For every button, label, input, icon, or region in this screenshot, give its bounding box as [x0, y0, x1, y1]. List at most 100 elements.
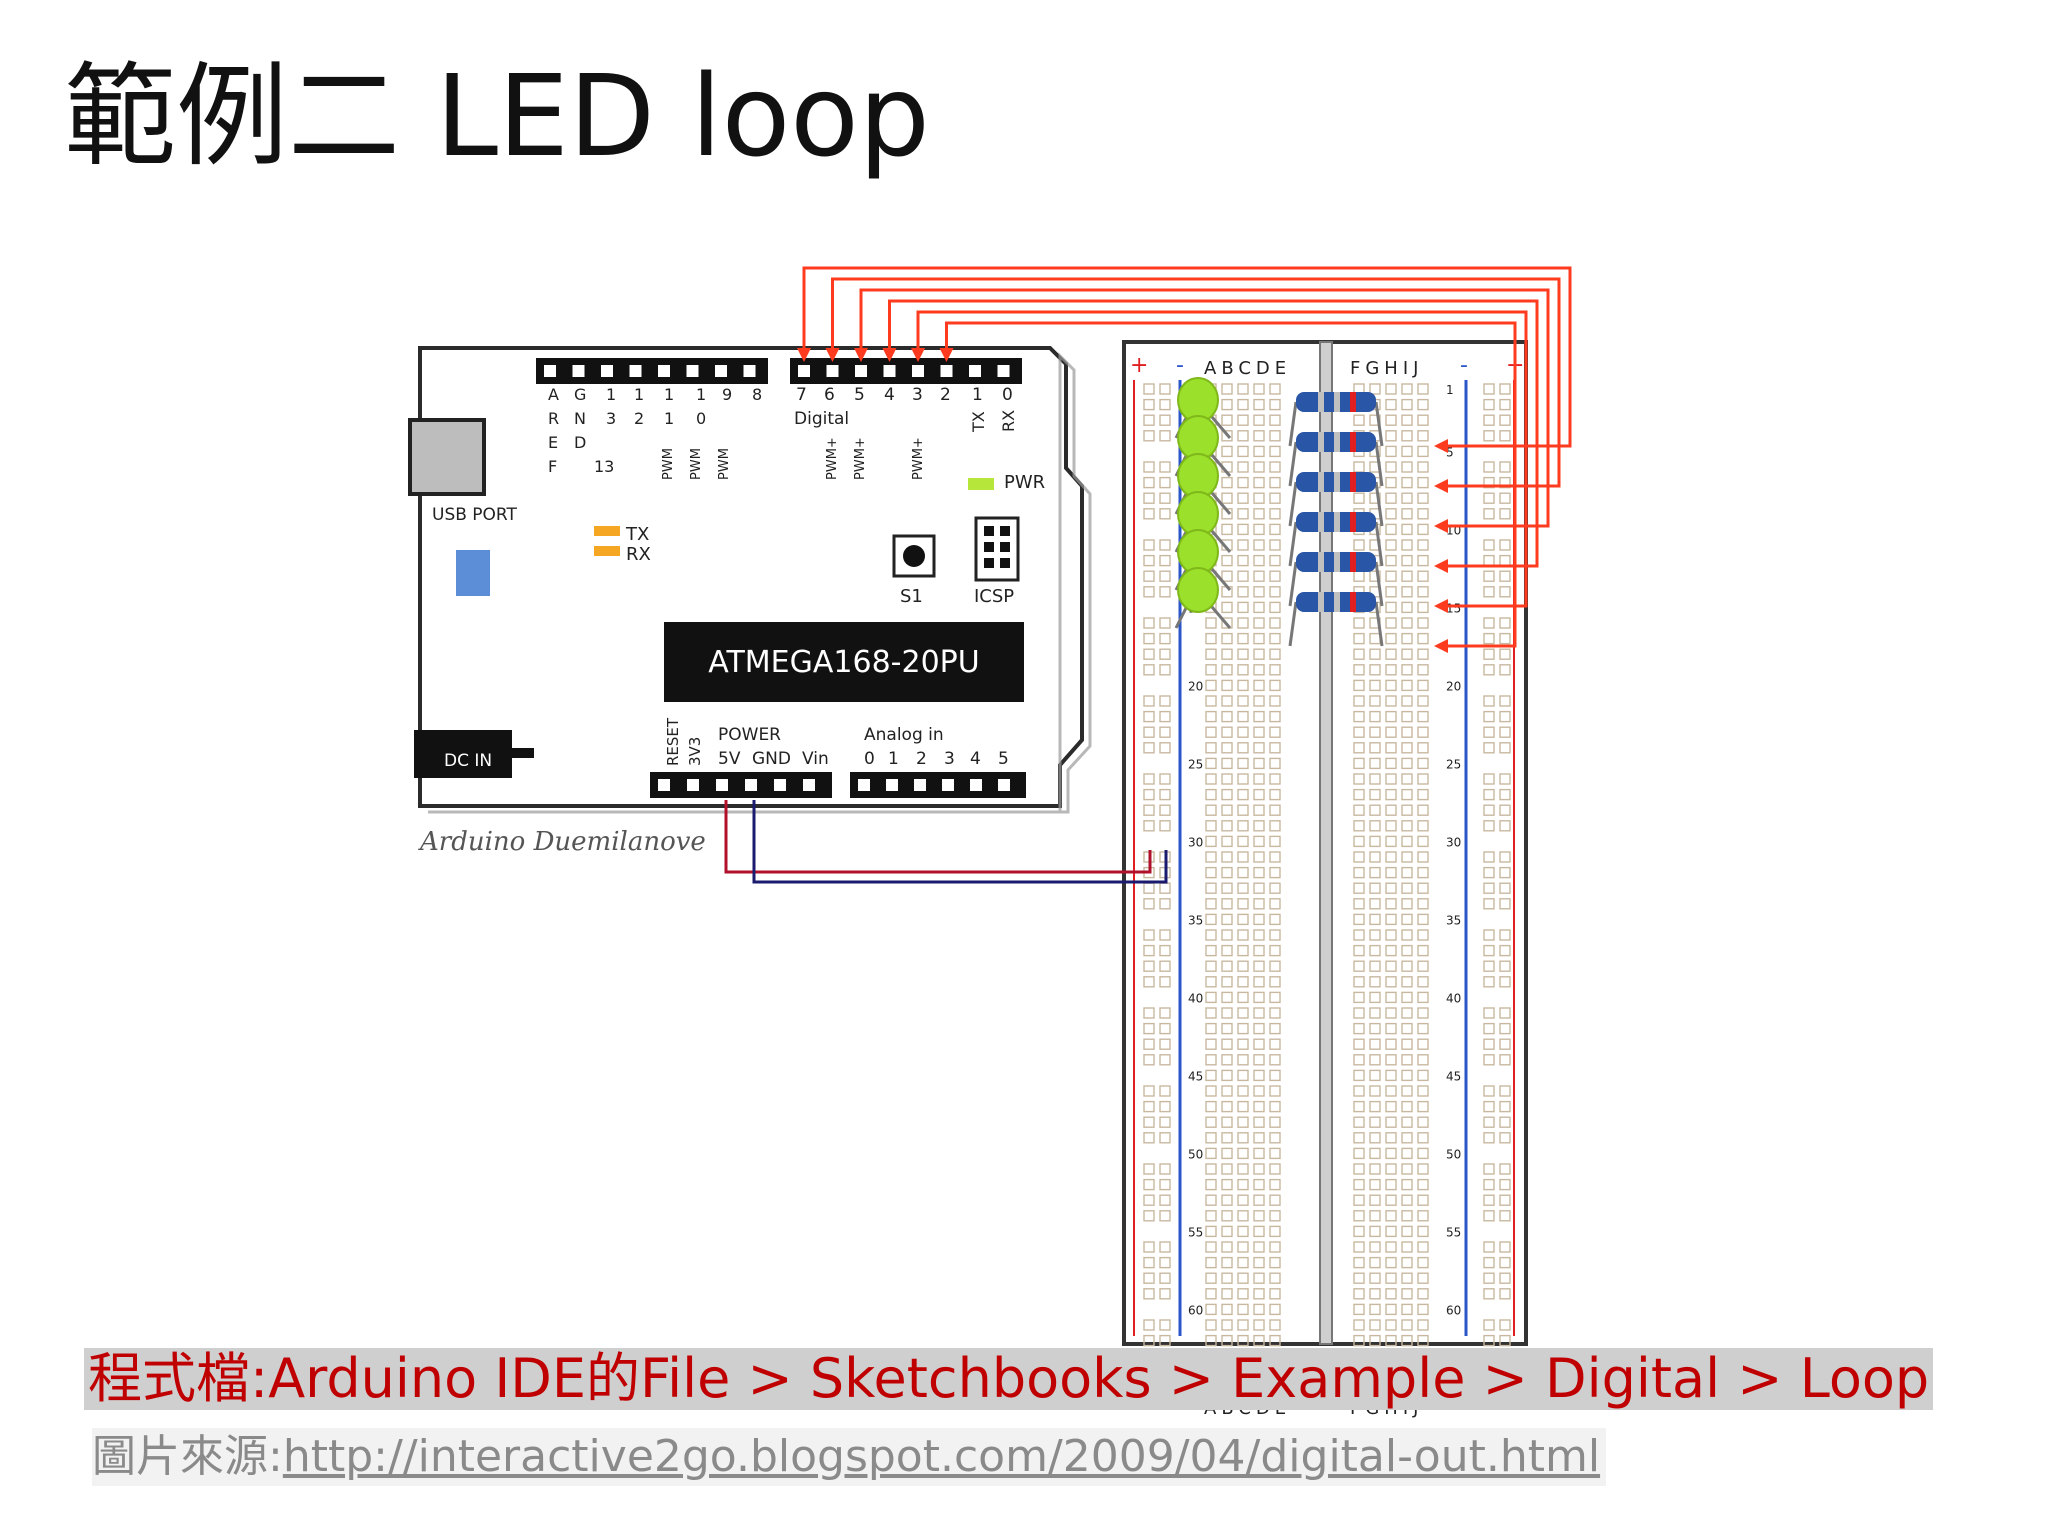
- rail-hole: [1159, 554, 1171, 567]
- pin-label: 1: [664, 385, 674, 404]
- pin-label: N: [574, 409, 586, 428]
- breadboard-hole: [1253, 913, 1265, 926]
- breadboard-hole: [1385, 1163, 1397, 1175]
- breadboard-hole: [1253, 1319, 1265, 1331]
- header-pin: [629, 365, 642, 377]
- breadboard-hole: [1253, 710, 1265, 723]
- breadboard-hole: [1385, 851, 1397, 863]
- breadboard-hole: [1401, 1163, 1413, 1175]
- breadboard-hole: [1269, 1256, 1281, 1269]
- header-pin: [716, 779, 728, 791]
- breadboard-hole: [1237, 1054, 1249, 1066]
- breadboard-hole: [1253, 445, 1265, 458]
- breadboard-hole: [1353, 1288, 1365, 1300]
- breadboard-hole: [1253, 695, 1265, 707]
- breadboard-hole: [1221, 1178, 1233, 1191]
- breadboard-hole: [1385, 539, 1397, 551]
- rail-hole: [1483, 695, 1495, 707]
- breadboard-hole: [1269, 1225, 1281, 1238]
- breadboard-hole: [1353, 1132, 1365, 1144]
- breadboard-hole: [1401, 648, 1413, 660]
- rail-hole: [1499, 398, 1511, 411]
- pin-label: 0: [864, 749, 875, 769]
- breadboard-hole: [1385, 1054, 1397, 1066]
- rail-hole: [1143, 695, 1155, 707]
- rail-hole: [1499, 1007, 1511, 1019]
- rail-hole: [1499, 1256, 1511, 1269]
- source-link[interactable]: http://interactive2go.blogspot.com/2009/…: [282, 1431, 1601, 1482]
- breadboard-hole: [1269, 679, 1281, 692]
- breadboard-hole: [1385, 648, 1397, 660]
- breadboard-hole: [1385, 804, 1397, 816]
- rail-hole: [1483, 1288, 1495, 1300]
- pin-label: 9: [722, 385, 732, 404]
- breadboard-hole: [1221, 1163, 1233, 1175]
- pwm-label: PWM: [717, 448, 732, 480]
- breadboard-hole: [1417, 539, 1429, 551]
- breadboard-hole: [1401, 1225, 1413, 1238]
- breadboard-hole: [1401, 632, 1413, 645]
- breadboard-hole: [1253, 1303, 1265, 1316]
- breadboard-hole: [1253, 866, 1265, 879]
- breadboard-hole: [1237, 664, 1249, 676]
- breadboard-hole: [1401, 414, 1413, 426]
- rail-hole: [1499, 866, 1511, 879]
- breadboard-hole: [1237, 601, 1249, 614]
- breadboard-hole: [1253, 929, 1265, 941]
- breadboard-hole: [1253, 398, 1265, 411]
- breadboard-hole: [1385, 726, 1397, 738]
- breadboard-hole: [1369, 851, 1381, 863]
- breadboard-hole: [1385, 929, 1397, 941]
- row-number: 55: [1188, 1225, 1203, 1239]
- breadboard-hole: [1417, 554, 1429, 567]
- breadboard-hole: [1253, 414, 1265, 426]
- arrow-head: [1434, 519, 1448, 533]
- rail-hole: [1143, 492, 1155, 504]
- pin-label: D: [574, 433, 586, 452]
- breadboard-hole: [1269, 1022, 1281, 1035]
- breadboard-hole: [1205, 1319, 1217, 1331]
- rail-hole: [1143, 820, 1155, 832]
- breadboard-hole: [1369, 788, 1381, 801]
- breadboard-hole: [1417, 430, 1429, 442]
- rail-hole: [1483, 944, 1495, 957]
- breadboard-hole: [1237, 1038, 1249, 1050]
- breadboard-hole: [1221, 1241, 1233, 1253]
- rail-hole: [1483, 1007, 1495, 1019]
- breadboard-hole: [1417, 1272, 1429, 1284]
- breadboard-hole: [1385, 835, 1397, 848]
- power-pin-gnd: GND: [752, 749, 791, 769]
- breadboard-hole: [1205, 742, 1217, 754]
- breadboard-hole: [1253, 383, 1265, 395]
- pin-label: A: [548, 385, 559, 404]
- breadboard-hole: [1205, 773, 1217, 785]
- rail-hole: [1499, 773, 1511, 785]
- rail-hole: [1143, 1163, 1155, 1175]
- breadboard-hole: [1253, 1241, 1265, 1253]
- digital-pin-labels: 7 6 5 4 3 2 1 0: [796, 385, 1013, 405]
- breadboard-hole: [1269, 695, 1281, 707]
- breadboard-hole: [1237, 1334, 1249, 1347]
- breadboard-hole: [1269, 523, 1281, 536]
- breadboard-hole: [1221, 554, 1233, 567]
- breadboard-hole: [1205, 1163, 1217, 1175]
- breadboard-hole: [1269, 476, 1281, 489]
- breadboard-hole: [1401, 1303, 1413, 1316]
- breadboard-hole: [1369, 1241, 1381, 1253]
- rail-hole: [1143, 508, 1155, 520]
- breadboard-hole: [1417, 1100, 1429, 1113]
- breadboard-hole: [1417, 1194, 1429, 1206]
- breadboard-hole: [1253, 804, 1265, 816]
- power-label: POWER: [718, 725, 781, 745]
- breadboard-hole: [1401, 1085, 1413, 1097]
- breadboard-hole: [1269, 632, 1281, 645]
- pin-label: 3: [944, 749, 955, 769]
- arduino-board: USB PORT DC IN TX RX PWR S1 ICSP ATMEGA1…: [408, 346, 1092, 857]
- pin-label: 5: [998, 749, 1009, 769]
- breadboard-hole: [1401, 539, 1413, 551]
- rail-hole: [1143, 1256, 1155, 1269]
- rail-hole: [1143, 539, 1155, 551]
- rail-hole: [1159, 1116, 1171, 1128]
- pin-label: 1: [888, 749, 899, 769]
- breadboard-hole: [1353, 1163, 1365, 1175]
